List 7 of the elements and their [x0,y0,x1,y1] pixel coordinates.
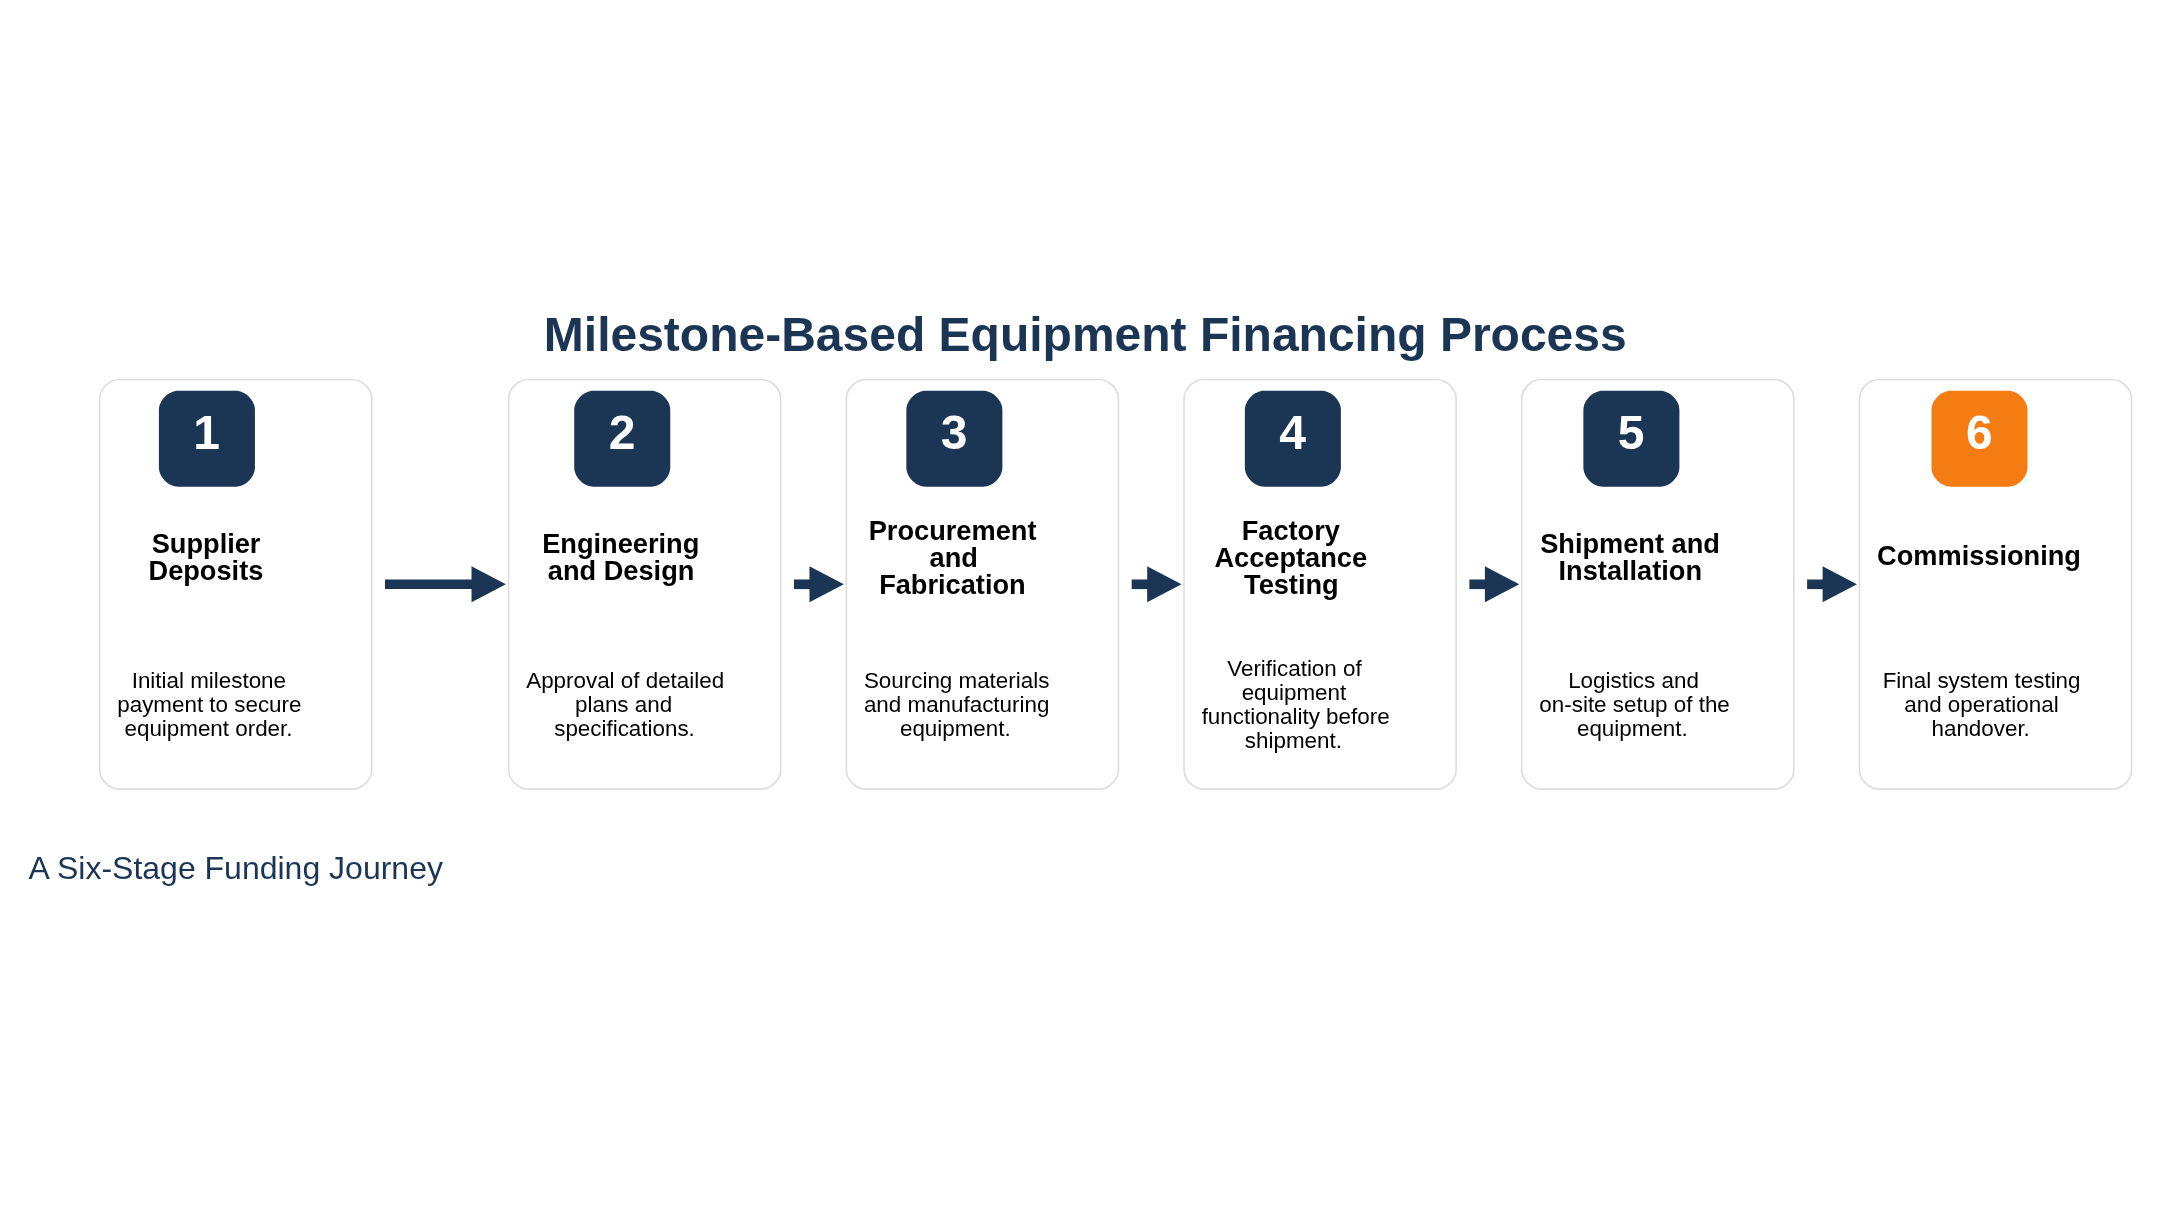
label: A Six-Stage Funding Journey [28,849,443,886]
diagram-title: Milestone-Based Equipment Financing Process [543,307,1627,361]
arrow [793,565,844,602]
arrow [1807,565,1857,602]
arrow [1131,565,1182,602]
arrow [384,565,506,602]
arrow [1469,565,1520,602]
